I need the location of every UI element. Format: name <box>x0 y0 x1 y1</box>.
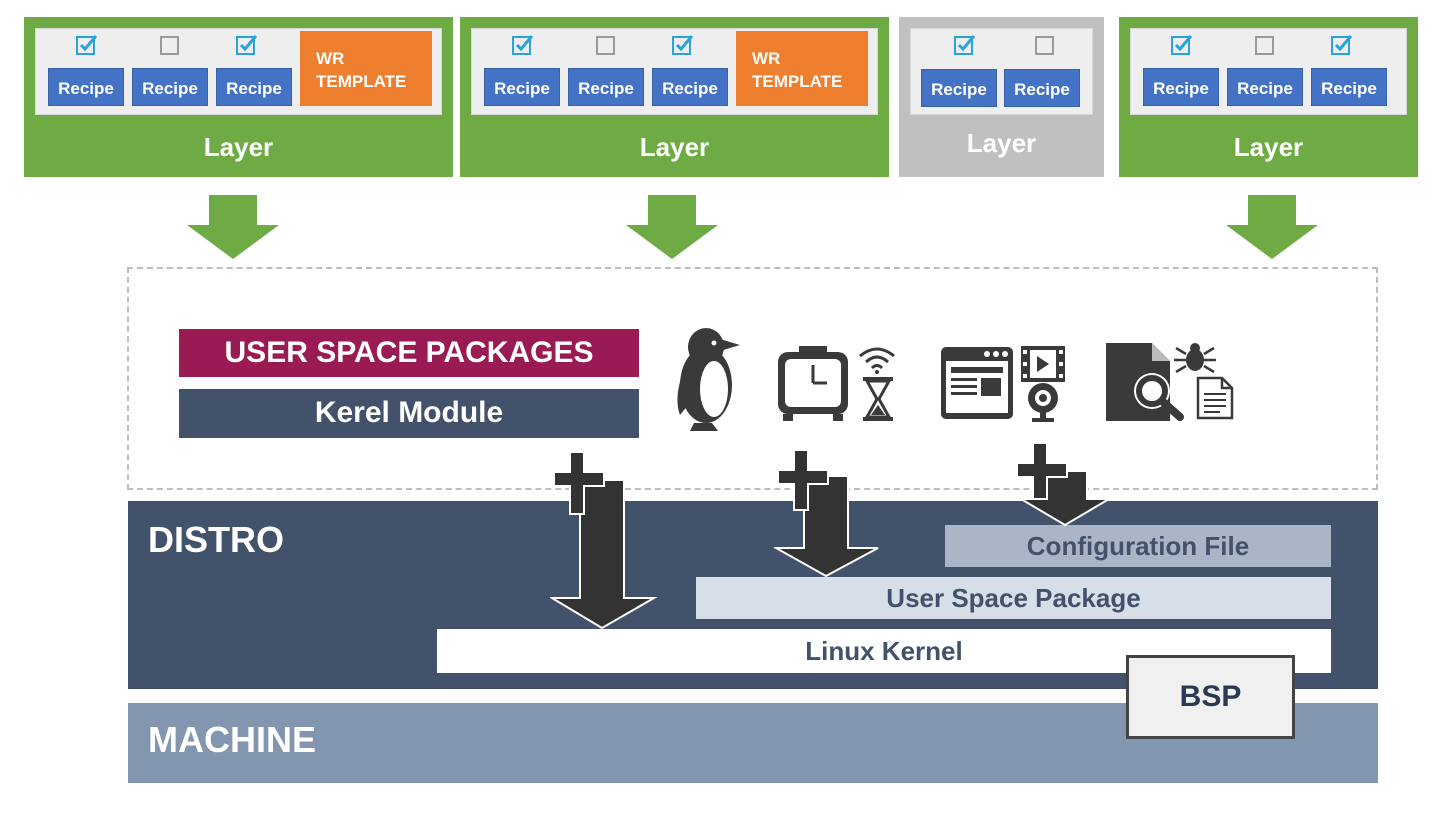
layer-label: Layer <box>203 132 274 162</box>
layer-2: Recipe Recipe Recipe WR TEMPLATE Layer <box>460 17 889 177</box>
unchecked-checkbox-icon[interactable] <box>1254 34 1276 56</box>
recipe-box[interactable]: Recipe <box>1311 68 1387 106</box>
recipe-box[interactable]: Recipe <box>484 68 560 106</box>
bug-icon <box>1174 343 1216 374</box>
bsp-box[interactable]: BSP <box>1126 655 1295 739</box>
checked-checkbox-icon[interactable] <box>954 34 976 56</box>
wr-template-line-2: TEMPLATE <box>752 72 843 91</box>
recipe-box[interactable]: Recipe <box>48 68 124 106</box>
recipe-box[interactable]: Recipe <box>1004 69 1080 107</box>
wr-template-line-1: WR <box>316 49 345 68</box>
distro-label: DISTRO <box>148 519 285 560</box>
add-to-linux-kernel-arrow-icon <box>550 452 658 630</box>
green-down-arrow-icon <box>1226 195 1318 259</box>
layer-3-recipes-panel: Recipe Recipe <box>910 28 1093 115</box>
checked-checkbox-icon[interactable] <box>76 34 98 56</box>
layer-label: Layer <box>639 132 710 162</box>
recipe-box[interactable]: Recipe <box>216 68 292 106</box>
checked-checkbox-icon[interactable] <box>512 34 534 56</box>
layer-1: Recipe Recipe Recipe WR TEMPLATE Layer <box>24 17 453 177</box>
checked-checkbox-icon[interactable] <box>1331 34 1353 56</box>
configuration-file-box[interactable]: Configuration File <box>945 525 1331 567</box>
add-to-user-space-package-arrow-icon <box>774 450 879 578</box>
video-icon <box>1021 346 1065 382</box>
recipe-box[interactable]: Recipe <box>921 69 997 107</box>
document-search-icon <box>1106 343 1184 421</box>
recipe-box[interactable]: Recipe <box>652 68 728 106</box>
checked-checkbox-icon[interactable] <box>1171 34 1193 56</box>
packages-region <box>127 267 1378 490</box>
layer-label: Layer <box>1233 132 1304 162</box>
wr-template-line-2: TEMPLATE <box>316 72 407 91</box>
layer-2-recipes-panel: Recipe Recipe Recipe WR TEMPLATE <box>471 28 878 115</box>
hourglass-icon <box>863 377 893 421</box>
kernel-module-box[interactable]: Kerel Module <box>179 389 639 438</box>
alarm-clock-icon <box>778 346 848 421</box>
webcam-icon <box>1028 383 1058 422</box>
recipe-box[interactable]: Recipe <box>1227 68 1303 106</box>
layer-4: Recipe Recipe Recipe Layer <box>1119 17 1418 177</box>
checked-checkbox-icon[interactable] <box>236 34 258 56</box>
user-space-packages-box[interactable]: USER SPACE PACKAGES <box>179 329 639 377</box>
file-icon <box>1196 376 1234 420</box>
layer-label: Layer <box>966 128 1037 158</box>
penguin-icon <box>677 328 740 431</box>
browser-window-icon <box>941 347 1013 419</box>
recipe-box[interactable]: Recipe <box>132 68 208 106</box>
wr-template-line-1: WR <box>752 49 781 68</box>
layer-3-disabled: Recipe Recipe Layer <box>899 17 1104 177</box>
wifi-icon <box>859 347 895 374</box>
wr-template-box[interactable]: WR TEMPLATE <box>300 31 432 106</box>
machine-label: MACHINE <box>148 719 316 760</box>
unchecked-checkbox-icon[interactable] <box>159 34 181 56</box>
checked-checkbox-icon[interactable] <box>672 34 694 56</box>
add-to-configuration-file-arrow-icon <box>1016 443 1113 527</box>
green-down-arrow-icon <box>626 195 718 259</box>
unchecked-checkbox-icon[interactable] <box>1034 34 1056 56</box>
recipe-box[interactable]: Recipe <box>1143 68 1219 106</box>
unchecked-checkbox-icon[interactable] <box>595 34 617 56</box>
recipe-box[interactable]: Recipe <box>568 68 644 106</box>
user-space-package-box[interactable]: User Space Package <box>696 577 1331 619</box>
layer-1-recipes-panel: Recipe Recipe Recipe WR TEMPLATE <box>35 28 442 115</box>
wr-template-box[interactable]: WR TEMPLATE <box>736 31 868 106</box>
layer-4-recipes-panel: Recipe Recipe Recipe <box>1130 28 1407 115</box>
green-down-arrow-icon <box>187 195 279 259</box>
